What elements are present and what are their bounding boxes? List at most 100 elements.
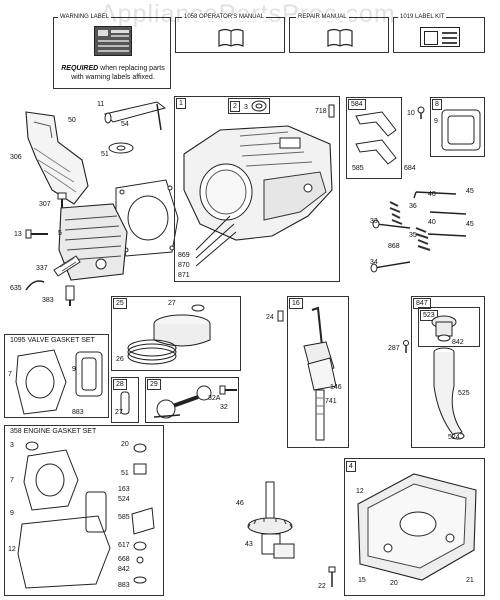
- cylinder-leader-lines: [190, 210, 240, 270]
- wire-635: [24, 276, 46, 294]
- box-tag-8: 8: [432, 99, 442, 110]
- breather-tube-50: [85, 100, 170, 155]
- part-label-306: 306: [10, 154, 22, 161]
- part-label-40a: 40: [428, 191, 436, 198]
- screw-307: [55, 190, 75, 210]
- part-label-35: 35: [409, 232, 417, 239]
- pin-718: [328, 104, 336, 118]
- box-tag-25: 25: [113, 298, 127, 309]
- bolt-13: [26, 229, 50, 239]
- part-label-g20: 20: [121, 441, 129, 448]
- box-29: [145, 377, 239, 423]
- box-tag-1: 1: [176, 98, 186, 109]
- part-label-s15: 15: [358, 577, 366, 584]
- box-tag-29: 29: [147, 379, 161, 390]
- box-tag-16: 16: [289, 298, 303, 309]
- part-label-s12: 12: [356, 488, 364, 495]
- part-label-g163: 163: [118, 486, 130, 493]
- seal-3: [251, 100, 267, 112]
- piston: [122, 302, 237, 368]
- part-label-g883: 883: [118, 582, 130, 589]
- box-tag-4: 4: [346, 461, 356, 472]
- warning-label-box: WARNING LABEL REQUIRED when replacing pa…: [53, 13, 171, 89]
- head-gasket: [112, 178, 182, 258]
- part-label-5: 5: [58, 230, 62, 237]
- box-2: [228, 98, 270, 114]
- part-label-g617: 617: [118, 542, 130, 549]
- rocker-cover-gasket: [352, 110, 400, 174]
- operators-manual-title: 1058 OPERATOR'S MANUAL: [182, 13, 266, 21]
- box-523: [418, 307, 480, 347]
- part-label-287: 287: [388, 345, 400, 352]
- part-label-10: 10: [407, 110, 415, 117]
- part-label-870: 870: [178, 262, 190, 269]
- part-label-s20: 20: [390, 580, 398, 587]
- part-label-27a: 27: [168, 300, 176, 307]
- part-label-g524: 524: [118, 496, 130, 503]
- part-label-40b: 40: [428, 219, 436, 226]
- part-label-g842: 842: [118, 566, 130, 573]
- part-label-3: 3: [244, 104, 248, 111]
- part-label-45b: 45: [466, 221, 474, 228]
- part-label-v883: 883: [72, 409, 84, 416]
- part-label-g9: 9: [10, 510, 14, 517]
- part-label-307: 307: [39, 201, 51, 208]
- box-tag-584: 584: [348, 99, 366, 110]
- part-label-684: 684: [404, 165, 416, 172]
- part-label-g585: 585: [118, 514, 130, 521]
- part-label-s21: 21: [466, 577, 474, 584]
- book-icon: [218, 28, 244, 48]
- oil-fill-box: [411, 296, 485, 448]
- piston-box: [111, 296, 241, 371]
- bolt-32: [220, 385, 238, 395]
- spark-plug-337: [52, 250, 82, 280]
- box-584: [346, 97, 402, 179]
- box-tag-523: 523: [420, 310, 438, 321]
- part-label-26: 26: [116, 356, 124, 363]
- part-label-525: 525: [458, 390, 470, 397]
- valve-gasket-set-title: 1095 VALVE GASKET SET: [8, 337, 97, 345]
- repair-manual-box: REPAIR MANUAL: [289, 13, 389, 53]
- part-label-c32a: 32A: [208, 395, 221, 402]
- crankshaft-box: [287, 296, 349, 448]
- box-tag-28: 28: [113, 379, 127, 390]
- part-label-45a: 45: [466, 188, 474, 195]
- part-label-524a: 524: [448, 434, 460, 441]
- part-label-871: 871: [178, 272, 190, 279]
- part-label-46: 46: [236, 500, 244, 507]
- sump-box: [344, 458, 485, 596]
- part-label-741: 741: [325, 398, 337, 405]
- engine-gasket-set-box: [4, 425, 164, 596]
- crankshaft: [290, 306, 350, 446]
- valve-springs: [370, 192, 480, 302]
- valve-gasket-set-box: [4, 334, 109, 418]
- required-note: REQUIRED when replacing parts with warni…: [61, 65, 165, 81]
- bolt-22: [328, 566, 336, 588]
- part-label-383: 383: [42, 297, 54, 304]
- part-label-g668: 668: [118, 556, 130, 563]
- box-8: [430, 97, 485, 157]
- part-label-c32: 32: [220, 404, 228, 411]
- part-label-g7: 7: [10, 477, 14, 484]
- cylinder-box: [174, 96, 340, 282]
- part-label-g51: 51: [121, 470, 129, 477]
- box-28: [111, 377, 139, 423]
- part-label-718: 718: [315, 108, 327, 115]
- label-kit-box: 1019 LABEL KIT: [393, 13, 485, 53]
- part-label-869: 869: [178, 252, 190, 259]
- box-tag-2: 2: [230, 101, 240, 112]
- part-label-842: 842: [452, 339, 464, 346]
- connecting-rod: [150, 383, 220, 421]
- warning-label-image: [94, 26, 132, 56]
- screw-287: [402, 340, 410, 354]
- part-label-868: 868: [388, 243, 400, 250]
- box-tag-847: 847: [413, 298, 431, 309]
- cover-gasket-9: [440, 108, 482, 152]
- part-label-337: 337: [36, 265, 48, 272]
- book-icon: [327, 28, 353, 48]
- part-label-v7: 7: [8, 371, 12, 378]
- part-label-34: 34: [370, 259, 378, 266]
- repair-manual-title: REPAIR MANUAL: [296, 13, 349, 21]
- part-label-24: 24: [266, 314, 274, 321]
- valve-gasket-set-parts: [14, 348, 106, 416]
